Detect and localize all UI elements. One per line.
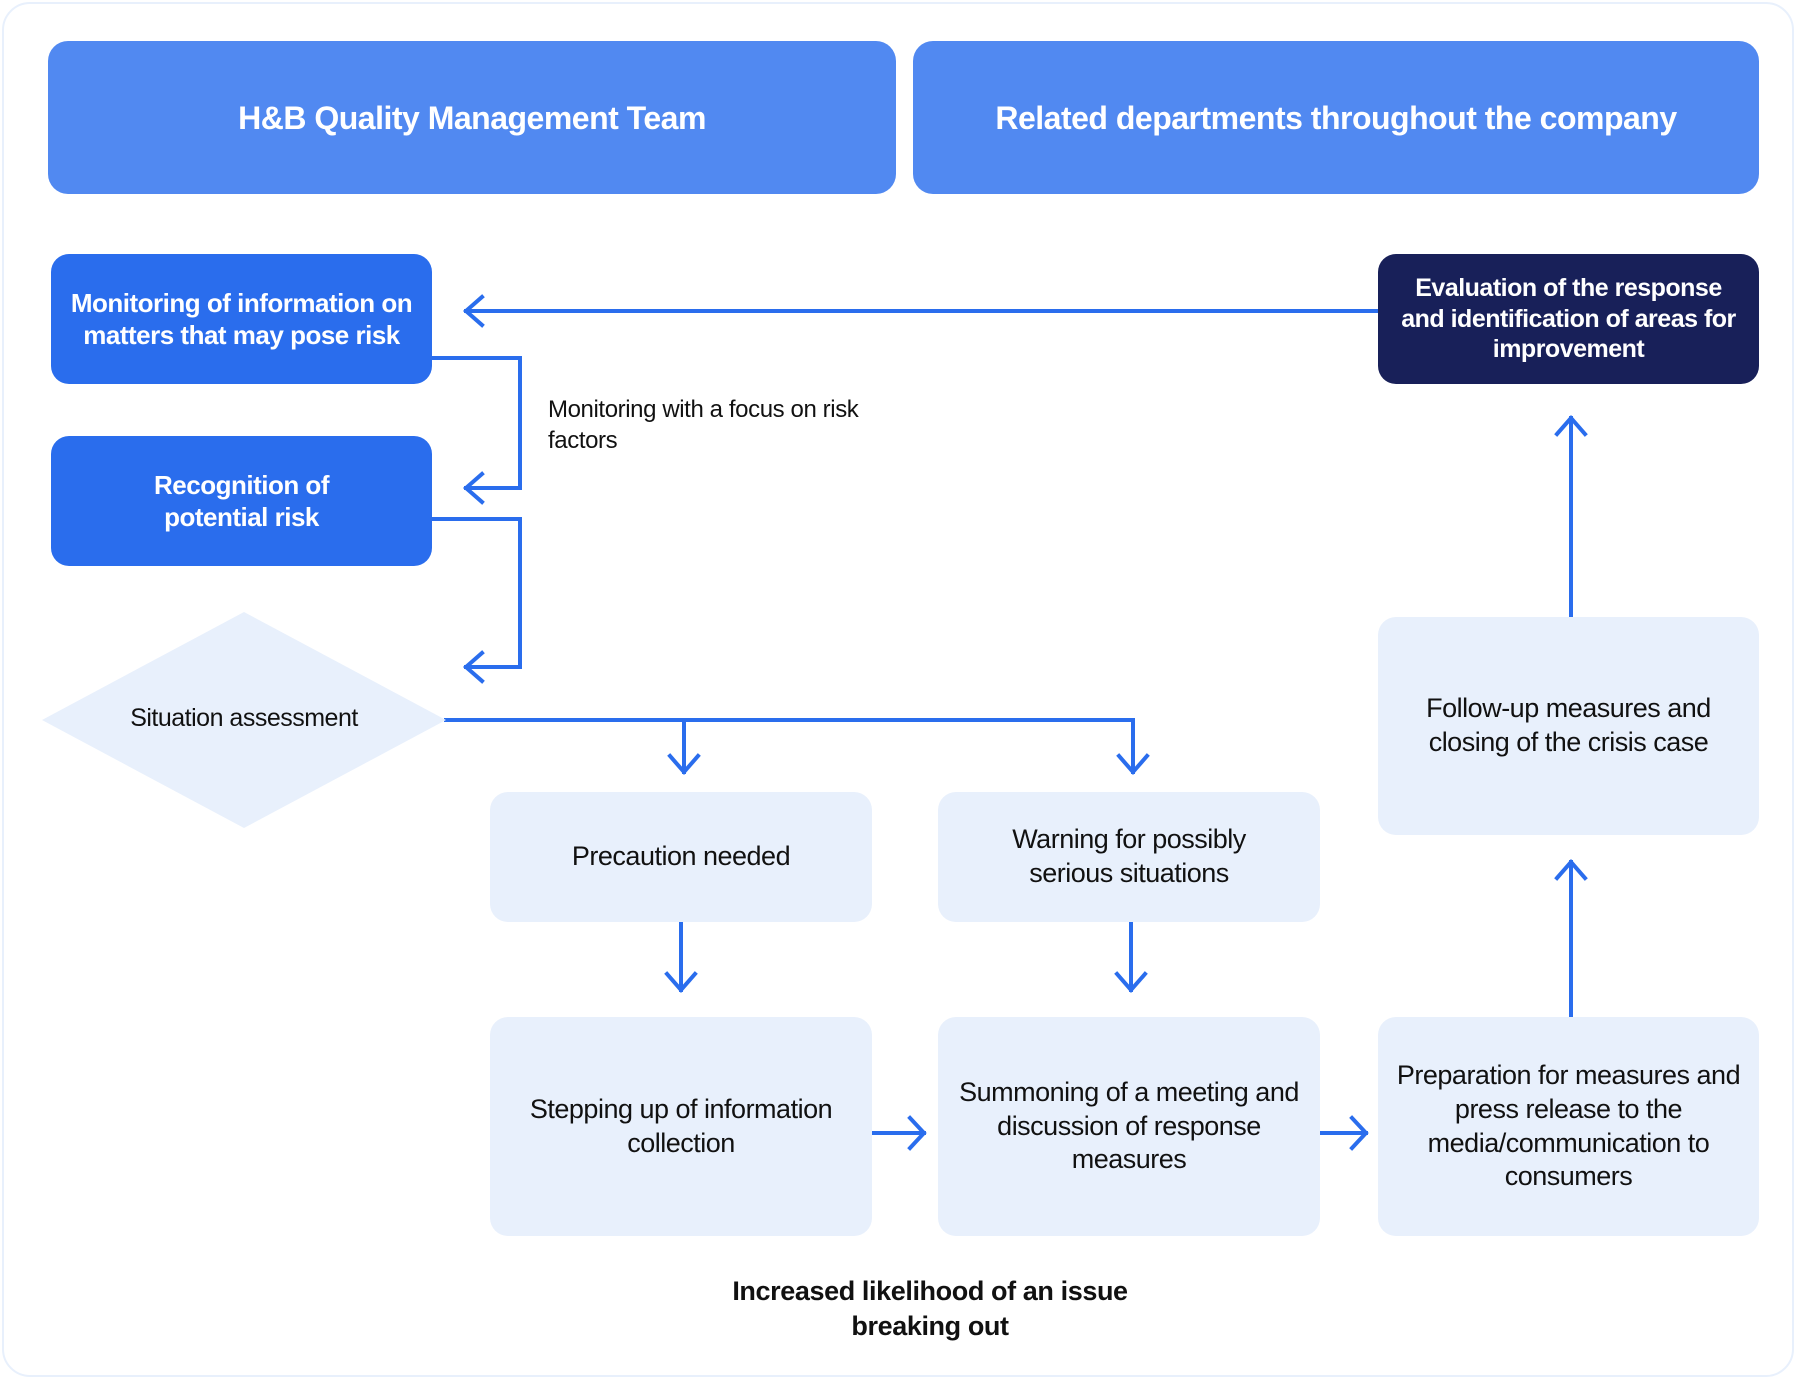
- node-summoning: Summoning of a meeting and discussion of…: [938, 1017, 1320, 1236]
- node-preparation: Preparation for measures and press relea…: [1378, 1017, 1759, 1236]
- lane-header-quality-team: H&B Quality Management Team: [48, 41, 896, 194]
- node-monitoring: Monitoring of information on matters tha…: [51, 254, 432, 384]
- node-warning: Warning for possibly serious situations: [938, 792, 1320, 922]
- caption-likelihood: Increased likelihood of an issue breakin…: [732, 1276, 1128, 1342]
- node-follow-up: Follow-up measures and closing of the cr…: [1378, 617, 1759, 835]
- node-label: Warning for possibly serious situations: [1012, 824, 1246, 888]
- node-label: Stepping up of information collection: [529, 1093, 833, 1158]
- node-label: Summoning of a meeting and discussion of…: [959, 1076, 1299, 1175]
- lane-header-related-departments: Related departments throughout the compa…: [913, 41, 1759, 194]
- node-label: Precaution needed: [571, 841, 791, 872]
- node-label: Follow-up measures and closing of the cr…: [1426, 693, 1711, 757]
- node-assessment: Situation assessment: [130, 704, 358, 732]
- node-label: Preparation for measures and press relea…: [1396, 1060, 1741, 1192]
- node-stepping-up: Stepping up of information collection: [490, 1017, 872, 1236]
- node-label: Evaluation of the response and identific…: [1401, 274, 1736, 364]
- lane-header-label: H&B Quality Management Team: [238, 99, 706, 136]
- node-evaluation: Evaluation of the response and identific…: [1378, 254, 1759, 384]
- node-label: Recognition of potential risk: [154, 469, 329, 533]
- edge-label-focus: Monitoring with a focus on risk factors: [548, 396, 859, 455]
- node-recognition: Recognition of potential risk: [51, 436, 432, 566]
- lane-header-label: Related departments throughout the compa…: [995, 99, 1677, 136]
- node-precaution: Precaution needed: [490, 792, 872, 922]
- node-label: Monitoring of information on matters tha…: [70, 287, 413, 351]
